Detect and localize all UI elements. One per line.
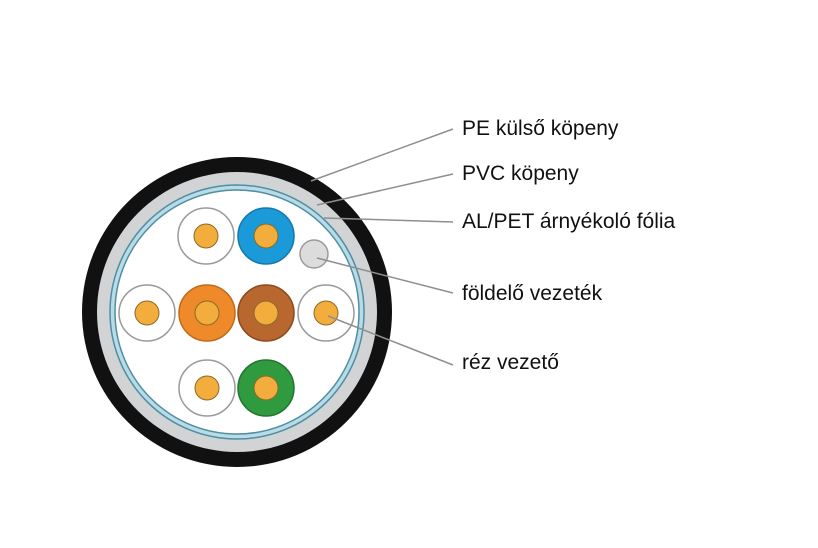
label-copper-conductor: réz vezető <box>462 351 559 374</box>
al-pet-foil-inner-line <box>114 189 360 435</box>
conductor-orange <box>178 284 236 342</box>
label-drain-wire: földelő vezeték <box>462 282 603 305</box>
leader-line-drain <box>316 257 454 294</box>
conductor-white-bottom <box>178 359 236 417</box>
drain-wire <box>299 239 329 269</box>
leader-line-pvc <box>316 173 454 206</box>
conductor-brown <box>237 284 295 342</box>
label-pe-outer-jacket: PE külső köpeny <box>462 117 619 140</box>
leader-line-foil <box>323 217 454 223</box>
conductor-white-top <box>177 207 235 265</box>
conductor-white-left <box>118 284 176 342</box>
leader-line-copper <box>327 315 454 366</box>
conductor-green <box>237 359 295 417</box>
leader-line-pe <box>310 128 454 182</box>
label-pvc-jacket: PVC köpeny <box>462 162 579 185</box>
label-al-pet-foil: AL/PET árnyékoló fólia <box>462 210 676 233</box>
conductor-blue <box>237 207 295 265</box>
conductor-white-right <box>297 284 355 342</box>
